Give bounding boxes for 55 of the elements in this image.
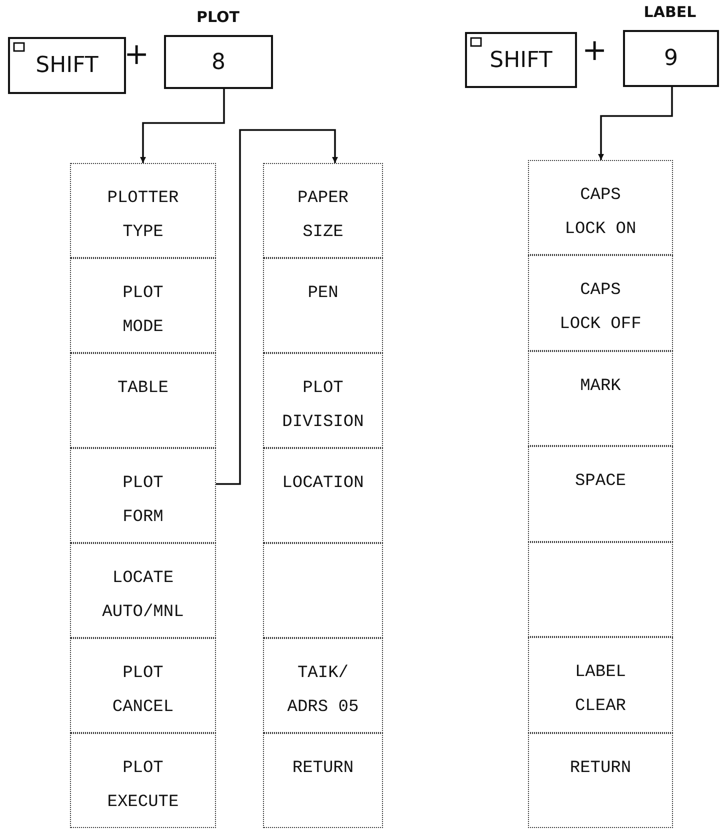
menu-item-label: PLOT CANCEL (111, 663, 175, 719)
menu-cell (70, 733, 216, 828)
menu-cell (70, 353, 216, 448)
keyboard-key (465, 32, 577, 88)
menu-cell (70, 258, 216, 353)
menu-cell (263, 638, 383, 733)
menu-cell (528, 160, 673, 256)
keyboard-key (164, 35, 273, 89)
menu-cell (528, 350, 673, 446)
menu-item-label: PEN (306, 283, 340, 305)
key-label: SHIFT (36, 53, 98, 78)
menu-item-label: LOCATION (281, 473, 365, 495)
arrow (216, 129, 338, 485)
menu-item-label: TAIK/ ADRS 05 (286, 663, 360, 719)
menu-item-label: PLOT EXECUTE (106, 758, 180, 814)
plus-sign: + (582, 36, 608, 66)
menu-item-label: PLOT MODE (122, 283, 164, 339)
key-function-label: PLOT (196, 8, 240, 26)
key-label: 8 (212, 50, 226, 74)
arrow (598, 87, 673, 160)
menu-item-label: LABEL CLEAR (574, 662, 627, 718)
menu-item-label: RETURN (291, 758, 355, 780)
keyboard-key (8, 37, 126, 94)
arrow (140, 89, 225, 163)
menu-item-label: RETURN (568, 758, 632, 780)
menu-cell (528, 637, 673, 733)
menu-cell (70, 163, 216, 258)
menu-item-label: CAPS LOCK ON (564, 185, 638, 241)
menu-cell (263, 353, 383, 448)
key-function-label: LABEL (644, 3, 696, 21)
menu-item-label: PLOTTER TYPE (106, 188, 180, 244)
menu-cell (70, 638, 216, 733)
menu-cell (263, 163, 383, 258)
menu-item-label: LOCATE AUTO/MNL (101, 568, 185, 624)
menu-item-label: MARK (579, 376, 622, 398)
menu-cell (528, 446, 673, 542)
menu-cell (528, 255, 673, 351)
menu-cell (70, 448, 216, 543)
menu-cell (528, 732, 673, 828)
key-label: 9 (664, 46, 678, 71)
keyboard-key (623, 30, 719, 87)
menu-cell (263, 543, 383, 638)
menu-cell (263, 258, 383, 353)
menu-item-label: TABLE (116, 378, 170, 400)
menu-item-label: PAPER SIZE (296, 188, 350, 244)
menu-item-label: PLOT DIVISION (281, 378, 365, 434)
key-label: SHIFT (490, 48, 552, 72)
menu-cell (263, 733, 383, 828)
menu-cell (528, 542, 673, 638)
menu-item-label: CAPS LOCK OFF (558, 280, 642, 336)
menu-item-label: PLOT FORM (122, 473, 164, 529)
menu-cell (263, 448, 383, 543)
menu-cell (70, 543, 216, 638)
plus-sign: + (124, 40, 150, 70)
menu-item-label: SPACE (574, 471, 627, 494)
